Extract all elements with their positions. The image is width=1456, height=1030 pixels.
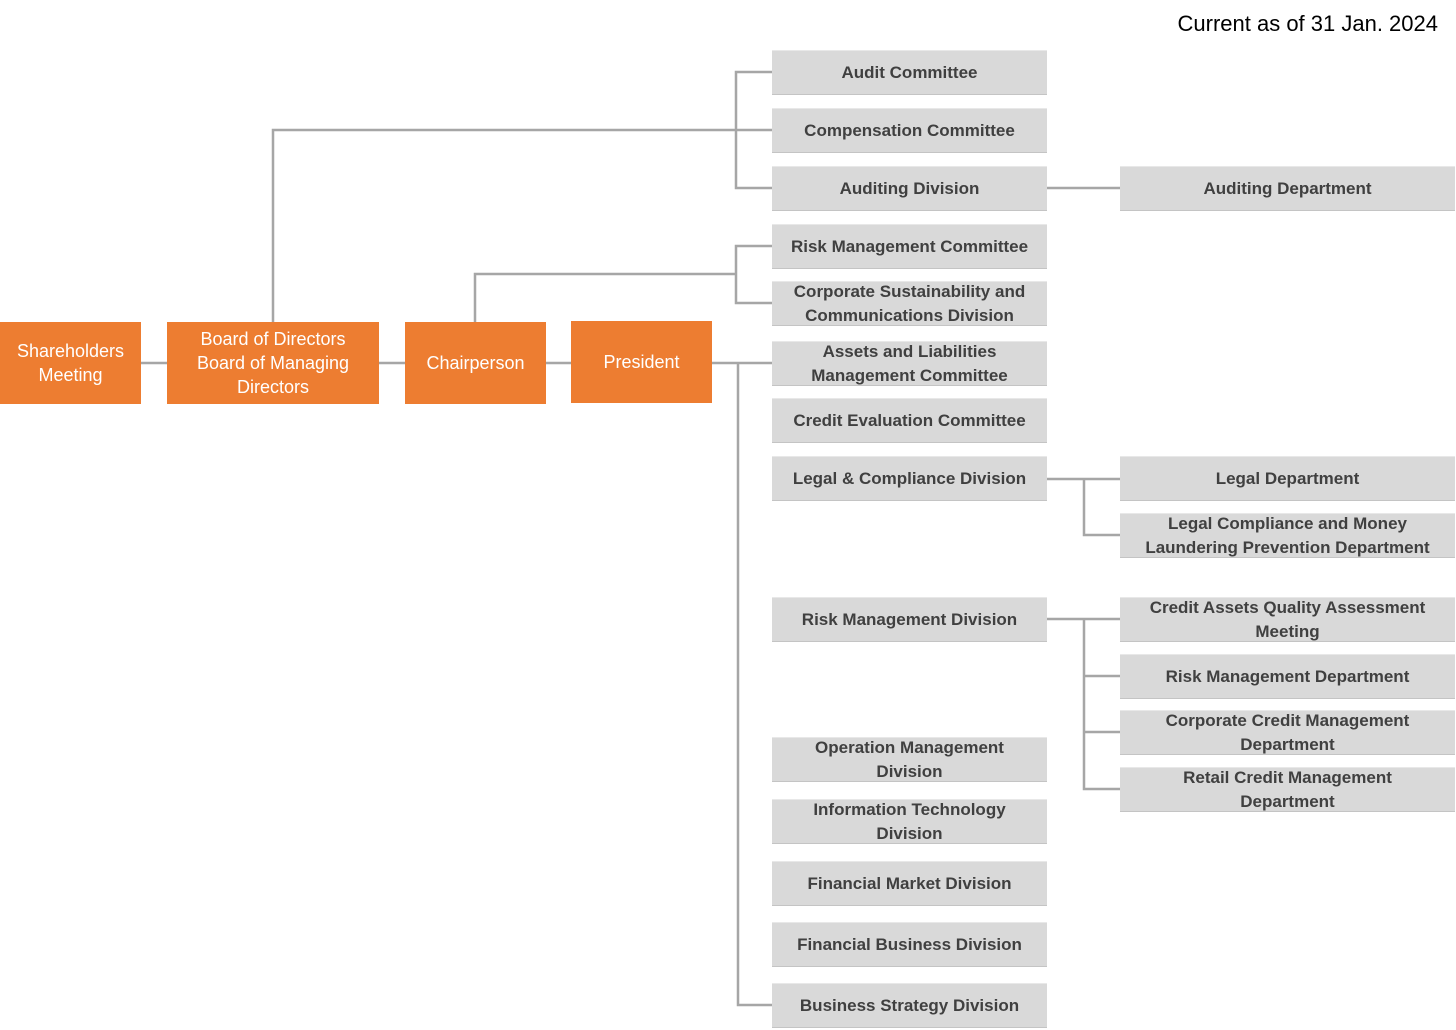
chairperson-box: Chairperson	[405, 322, 546, 404]
compensation-committee-box: Compensation Committee	[772, 108, 1047, 153]
as-of-date: Current as of 31 Jan. 2024	[1177, 11, 1439, 36]
aml-department-box: Legal Compliance and Money Laundering Pr…	[1120, 513, 1455, 558]
risk-management-committee-box: Risk Management Committee	[772, 224, 1047, 269]
financial-business-division-box: Financial Business Division	[772, 922, 1047, 967]
connector-board-bracket	[734, 70, 772, 190]
connector-chairperson-units	[473, 272, 736, 322]
information-technology-division-box: Information Technology Division	[772, 799, 1047, 844]
legal-department-box: Legal Department	[1120, 456, 1455, 501]
president-box: President	[571, 321, 712, 403]
connector-president-spine	[736, 363, 772, 1007]
connector-risk-spine	[1082, 619, 1120, 791]
connector-chair-bracket	[734, 244, 772, 305]
alm-committee-box: Assets and Liabilities Management Commit…	[772, 341, 1047, 386]
risk-management-department-box: Risk Management Department	[1120, 654, 1455, 699]
corporate-sustainability-division-box: Corporate Sustainability and Communicati…	[772, 281, 1047, 326]
audit-committee-box: Audit Committee	[772, 50, 1047, 95]
legal-compliance-division-box: Legal & Compliance Division	[772, 456, 1047, 501]
auditing-department-box: Auditing Department	[1120, 166, 1455, 211]
shareholders-meeting-box: Shareholders Meeting	[0, 322, 141, 404]
retail-credit-department-box: Retail Credit Management Department	[1120, 767, 1455, 812]
corporate-credit-department-box: Corporate Credit Management Department	[1120, 710, 1455, 755]
connector-aml-department	[1082, 479, 1120, 537]
auditing-division-box: Auditing Division	[772, 166, 1047, 211]
risk-management-division-box: Risk Management Division	[772, 597, 1047, 642]
connector-board-committees	[271, 128, 772, 322]
credit-evaluation-committee-box: Credit Evaluation Committee	[772, 398, 1047, 443]
financial-market-division-box: Financial Market Division	[772, 861, 1047, 906]
operation-management-division-box: Operation Management Division	[772, 737, 1047, 782]
board-of-directors-box: Board of Directors Board of Managing Dir…	[167, 322, 379, 404]
credit-assets-quality-meeting-box: Credit Assets Quality Assessment Meeting	[1120, 597, 1455, 642]
business-strategy-division-box: Business Strategy Division	[772, 983, 1047, 1028]
